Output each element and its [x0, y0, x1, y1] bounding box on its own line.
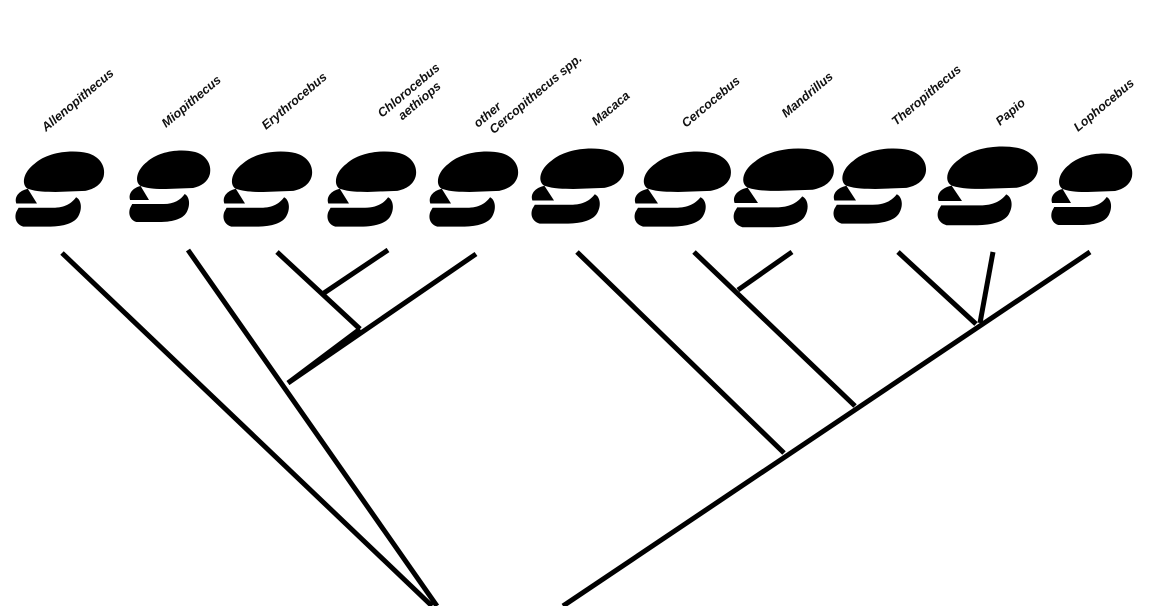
taxon-label-line: Theropithecus — [889, 62, 964, 128]
monkey-skull-icon — [733, 148, 834, 228]
taxon-label-macaca: Macaca — [589, 89, 633, 129]
taxon-label-erythrocebus: Erythrocebus — [259, 70, 330, 133]
taxon-label-papio: Papio — [993, 95, 1028, 128]
taxon-label-cercocebus: Cercocebus — [679, 74, 743, 131]
taxon-label-line: Miopithecus — [159, 73, 224, 131]
branch-theropithecus — [896, 250, 978, 326]
taxon-label-line: Cercopithecus spp. — [487, 51, 585, 136]
taxon-label-line: Lophocebus — [1071, 76, 1137, 135]
taxon-labels: Allenopithecus Miopithecus Erythrocebus … — [38, 51, 1137, 136]
branch-cercopithecini-stem — [286, 327, 362, 385]
taxon-label-line: Cercocebus — [679, 74, 743, 131]
skull-illustrations — [15, 146, 1133, 228]
taxon-label-lophocebus: Lophocebus — [1071, 76, 1137, 135]
monkey-skull-icon — [223, 151, 313, 227]
taxon-label-allenopithecus: Allenopithecus — [38, 66, 116, 135]
monkey-skull-icon — [833, 148, 927, 224]
branch-miopithecus — [185, 248, 440, 606]
branch-chlorocebus — [322, 247, 390, 296]
taxon-label-miopithecus: Miopithecus — [159, 73, 224, 131]
branch-papio — [977, 251, 996, 324]
branch-erythrocebus — [275, 250, 362, 331]
branch-lophocebus — [561, 249, 1092, 606]
taxon-label-chlorocebus: Chlorocebus aethiops — [375, 60, 444, 122]
monkey-skull-icon — [937, 146, 1038, 226]
monkey-skull-icon — [1051, 153, 1133, 225]
branch-macaca — [575, 250, 786, 455]
monkey-skull-icon — [634, 151, 731, 227]
monkey-skull-icon — [531, 148, 625, 224]
monkey-skull-icon — [429, 151, 519, 227]
taxon-label-mandrillus: Mandrillus — [779, 69, 836, 120]
branch-cercocebus — [692, 250, 857, 408]
taxon-label-line: Papio — [993, 95, 1028, 128]
taxon-label-cercopithecus: other Cercopithecus spp. — [471, 51, 585, 136]
branch-allenopithecus — [60, 251, 434, 606]
branch-mandrillus — [736, 249, 794, 293]
tree-branches — [60, 247, 1092, 606]
monkey-skull-icon — [327, 151, 417, 227]
taxon-label-line: Allenopithecus — [38, 66, 116, 135]
monkey-skull-icon — [15, 151, 105, 227]
taxon-label-theropithecus: Theropithecus — [889, 62, 964, 128]
taxon-label-line: Macaca — [589, 89, 633, 129]
taxon-label-line: Mandrillus — [779, 69, 836, 120]
taxon-label-line: Erythrocebus — [259, 70, 330, 133]
monkey-skull-icon — [129, 150, 211, 222]
